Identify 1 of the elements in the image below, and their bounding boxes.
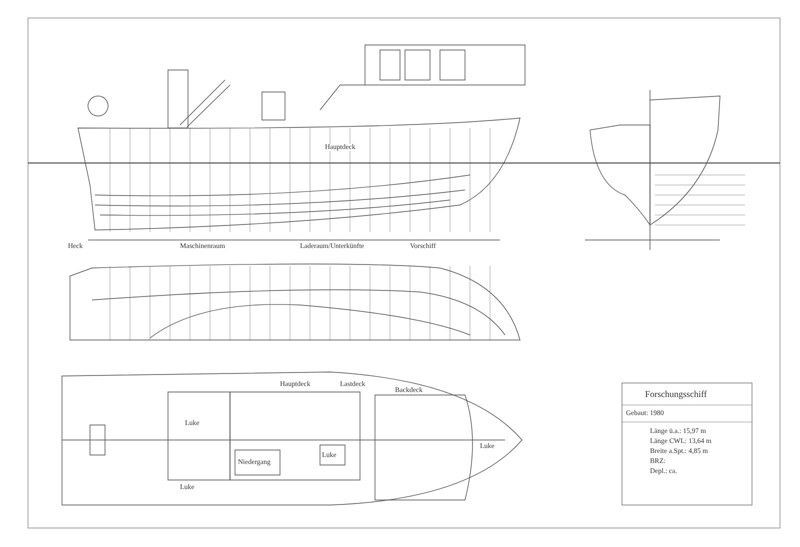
title-block-heading: Forschungsschiff bbox=[645, 390, 707, 399]
